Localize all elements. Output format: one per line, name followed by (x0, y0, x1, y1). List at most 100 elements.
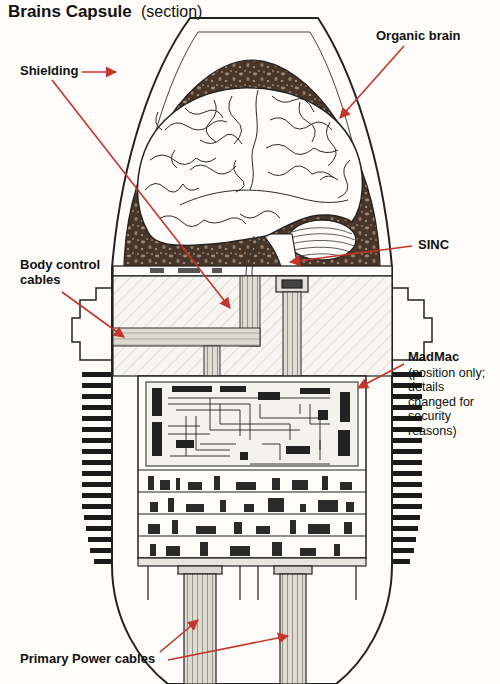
organic-brain (299, 102, 315, 142)
organic-brain (272, 96, 314, 112)
sinc-connector (282, 280, 302, 288)
power-cables (355, 566, 356, 600)
cooling-ribs (82, 460, 112, 465)
madmac-board (220, 386, 246, 392)
diagram-title: Brains Capsule (8, 2, 132, 22)
madmac-board (210, 398, 320, 450)
madmac-board (268, 498, 284, 512)
madmac-board (170, 440, 330, 464)
organic-brain (171, 150, 177, 168)
organic-brain (270, 118, 332, 130)
brain-platform (212, 268, 222, 273)
madmac-board (150, 544, 156, 556)
cooling-ribs (392, 548, 414, 553)
madmac-board (338, 430, 350, 456)
organic-brain (268, 166, 334, 178)
cooling-ribs (94, 559, 112, 564)
part-label: SINC (418, 238, 449, 253)
madmac-board (152, 422, 162, 456)
cooling-ribs (392, 515, 420, 520)
madmac-board (138, 491, 366, 492)
cooling-ribs (82, 394, 112, 399)
madmac-board (272, 478, 280, 490)
organic-brain (240, 211, 280, 218)
organic-brain (326, 122, 336, 166)
madmac-board (258, 392, 280, 400)
title-suffix: (section) (141, 3, 202, 21)
organic-brain (156, 112, 162, 130)
outer-shell (112, 18, 392, 684)
power-cables (257, 566, 258, 600)
cooling-ribs (392, 460, 422, 465)
madmac-board (166, 546, 180, 556)
organic-brain (180, 190, 348, 205)
cooling-ribs (392, 493, 422, 498)
organic-brain (266, 144, 338, 154)
madmac-board (168, 398, 330, 456)
body-control-cables (113, 236, 260, 378)
madmac-board (148, 476, 354, 556)
cooling-ribs (392, 504, 422, 509)
madmac-board (214, 476, 220, 490)
madmac-board (300, 548, 316, 556)
cooling-ribs (82, 416, 112, 421)
organic-brain (138, 88, 363, 246)
power-cables (147, 566, 148, 600)
part-note: (position only; details changed for secu… (408, 366, 494, 438)
organic-brain (234, 160, 244, 192)
sinc-connector (276, 276, 308, 292)
leader-lines (82, 71, 116, 73)
sinc-connector (276, 276, 308, 378)
cooling-ribs (82, 438, 112, 443)
organic-brain (165, 121, 227, 130)
organic-brain (160, 216, 246, 227)
cooling-ribs (82, 372, 112, 377)
leader-lines (52, 80, 230, 308)
madmac-board (138, 469, 366, 470)
power-cables (280, 574, 306, 684)
madmac-board (286, 446, 310, 454)
organic-brain (294, 247, 350, 252)
madmac-board (138, 470, 366, 536)
cooling-ribs (82, 471, 112, 476)
madmac-board (322, 476, 328, 490)
cooling-ribs (82, 427, 112, 432)
madmac-board (168, 404, 330, 460)
madmac-board (150, 502, 158, 512)
madmac-board (300, 504, 306, 512)
madmac-board (220, 500, 226, 512)
brain-platform (178, 268, 200, 273)
madmac-board (146, 382, 358, 466)
madmac-board (138, 513, 366, 514)
organic-brain (292, 228, 352, 234)
madmac-board (230, 546, 250, 556)
brain-platform (150, 268, 164, 273)
madmac-board (334, 544, 340, 556)
madmac-board (318, 410, 328, 420)
sinc-connector (283, 292, 301, 378)
madmac-board (300, 388, 330, 394)
cooling-ribs (392, 482, 422, 487)
madmac-board (148, 476, 154, 490)
madmac-board (340, 392, 350, 422)
power-cables (178, 566, 222, 574)
leader-lines (290, 246, 412, 262)
organic-brain (229, 96, 242, 144)
madmac-board (234, 522, 242, 534)
body-control-cables (113, 328, 260, 346)
cooling-ribs (82, 405, 112, 410)
power-cables (274, 566, 312, 574)
madmac-board (240, 452, 248, 460)
body-control-cables (204, 346, 220, 378)
madmac-board (168, 498, 174, 512)
madmac-board (172, 520, 178, 534)
organic-brain (338, 160, 350, 198)
cooling-ribs (392, 559, 410, 564)
cooling-ribs (90, 548, 112, 553)
madmac-board (168, 398, 330, 464)
body-control-cables (246, 236, 254, 276)
part-label: Shielding (20, 64, 79, 79)
madmac-board (308, 524, 330, 534)
